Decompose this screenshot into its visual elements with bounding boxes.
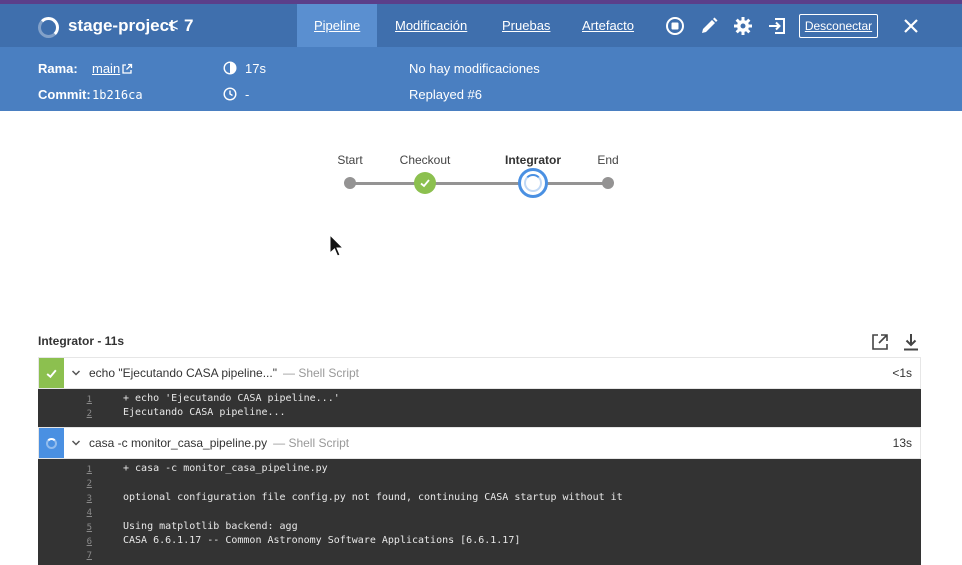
step-command: casa -c monitor_casa_pipeline.py xyxy=(89,436,268,450)
step-status-running xyxy=(39,428,64,458)
external-link-icon[interactable] xyxy=(121,63,133,75)
check-icon xyxy=(420,179,430,188)
log-line-number[interactable]: 4 xyxy=(86,508,92,519)
mouse-cursor-icon xyxy=(329,234,345,257)
log-line: 1 + casa -c monitor_casa_pipeline.py xyxy=(38,462,921,476)
commit-hash: 1b216ca xyxy=(92,88,143,102)
log-line: 6 CASA 6.6.1.17 -- Common Astronomy Softw… xyxy=(38,534,921,548)
branch-link[interactable]: main xyxy=(92,61,121,76)
log-line-text: + echo 'Ejecutando CASA pipeline...' xyxy=(123,393,340,404)
gear-icon xyxy=(734,17,752,35)
log-line-number[interactable]: 3 xyxy=(86,493,92,504)
run-chevron-icon: < xyxy=(168,15,179,35)
log-line: 3 optional configuration file config.py n… xyxy=(38,491,921,505)
duration-icon xyxy=(223,61,237,75)
pipeline-graph: Start Checkout Integrator End xyxy=(0,111,962,331)
run-duration: 17s xyxy=(245,61,266,76)
log-line-number[interactable]: 1 xyxy=(86,395,92,405)
close-icon[interactable] xyxy=(901,16,921,36)
stage-label-end: End xyxy=(597,153,619,167)
tab-artefacto[interactable]: Artefacto xyxy=(582,18,635,33)
project-title[interactable]: stage-project xyxy=(68,16,175,35)
check-icon xyxy=(46,369,57,378)
log-line: 2 Ejecutando CASA pipeline... xyxy=(38,406,921,420)
step-panel-title: Integrator - 11s xyxy=(38,334,125,348)
pipeline-connector xyxy=(350,182,608,185)
step-type: — Shell Script xyxy=(273,436,350,450)
tab-modificacion[interactable]: Modificación xyxy=(395,18,468,33)
edit-button[interactable] xyxy=(698,15,720,37)
disconnect-button[interactable]: Desconectar xyxy=(799,14,878,38)
chevron-down-icon[interactable] xyxy=(71,368,81,378)
log-line-text: CASA 6.6.1.17 -- Common Astronomy Softwa… xyxy=(123,534,521,546)
log-line: 2 xyxy=(38,476,921,490)
tab-pipeline[interactable]: Pipeline xyxy=(297,4,378,47)
log-line-text: optional configuration file config.py no… xyxy=(123,491,623,503)
log-line: 7 xyxy=(38,548,921,562)
running-status-icon xyxy=(38,17,59,38)
log-line-text: Using matplotlib backend: agg xyxy=(123,520,298,532)
clock-icon xyxy=(223,87,237,101)
run-number: 7 xyxy=(184,16,194,35)
log-line-text: Ejecutando CASA pipeline... xyxy=(123,407,286,419)
tab-pruebas[interactable]: Pruebas xyxy=(502,18,551,33)
stop-button[interactable] xyxy=(664,15,686,37)
stage-label-integrator[interactable]: Integrator xyxy=(504,153,562,167)
settings-button[interactable] xyxy=(732,15,754,37)
stage-label-start: Start xyxy=(337,153,363,167)
log-line-text: + casa -c monitor_casa_pipeline.py xyxy=(123,463,328,474)
run-header: stage-project < 7 Pipeline Modificación … xyxy=(0,4,962,111)
stage-node-checkout[interactable] xyxy=(414,172,436,194)
step-log-echo: 1 + echo 'Ejecutando CASA pipeline...' 2 Ej… xyxy=(38,389,921,427)
download-icon[interactable] xyxy=(901,332,921,352)
replayed-info: Replayed #6 xyxy=(409,87,482,102)
chevron-down-icon[interactable] xyxy=(71,438,81,448)
running-spinner-icon xyxy=(524,174,542,192)
step-row-echo[interactable]: echo "Ejecutando CASA pipeline..." — Shel… xyxy=(38,357,921,389)
log-line-number[interactable]: 1 xyxy=(86,465,92,475)
step-duration: 13s xyxy=(892,436,912,450)
commit-label: Commit: xyxy=(38,87,91,102)
step-duration: <1s xyxy=(892,366,912,380)
edit-icon xyxy=(702,17,718,33)
run-start-time: - xyxy=(245,87,250,102)
step-log-casa: 1 + casa -c monitor_casa_pipeline.py 2 3 opt… xyxy=(38,459,921,565)
step-row-casa[interactable]: casa -c monitor_casa_pipeline.py — Shell … xyxy=(38,427,921,459)
log-line: 4 xyxy=(38,505,921,519)
exit-icon xyxy=(769,18,785,34)
log-line-number[interactable]: 5 xyxy=(86,522,92,533)
step-name: echo "Ejecutando CASA pipeline..." — Shel… xyxy=(89,366,359,380)
running-spinner-icon xyxy=(46,437,57,449)
changes-summary: No hay modificaciones xyxy=(409,61,540,76)
stop-icon xyxy=(666,17,684,35)
log-line-number[interactable]: 7 xyxy=(86,551,92,562)
top-strip xyxy=(0,0,962,4)
stage-node-start xyxy=(344,177,356,189)
stage-node-end xyxy=(602,177,614,189)
classic-ui-button[interactable] xyxy=(766,15,788,37)
log-line: 1 + echo 'Ejecutando CASA pipeline...' xyxy=(38,392,921,406)
step-command: echo "Ejecutando CASA pipeline..." xyxy=(89,366,277,380)
log-line-number[interactable]: 2 xyxy=(86,479,92,490)
log-line-number[interactable]: 2 xyxy=(86,409,92,420)
header-nav-bar: stage-project < 7 Pipeline Modificación … xyxy=(0,4,962,47)
open-log-icon[interactable] xyxy=(870,332,890,352)
log-line-number[interactable]: 6 xyxy=(86,536,92,547)
step-status-success xyxy=(39,358,64,388)
stage-label-checkout[interactable]: Checkout xyxy=(399,153,451,167)
step-type: — Shell Script xyxy=(282,366,360,380)
log-line: 5 Using matplotlib backend: agg xyxy=(38,520,921,534)
step-name: casa -c monitor_casa_pipeline.py — Shell … xyxy=(89,436,349,450)
stage-node-integrator[interactable] xyxy=(518,168,548,198)
branch-label: Rama: xyxy=(38,61,78,76)
